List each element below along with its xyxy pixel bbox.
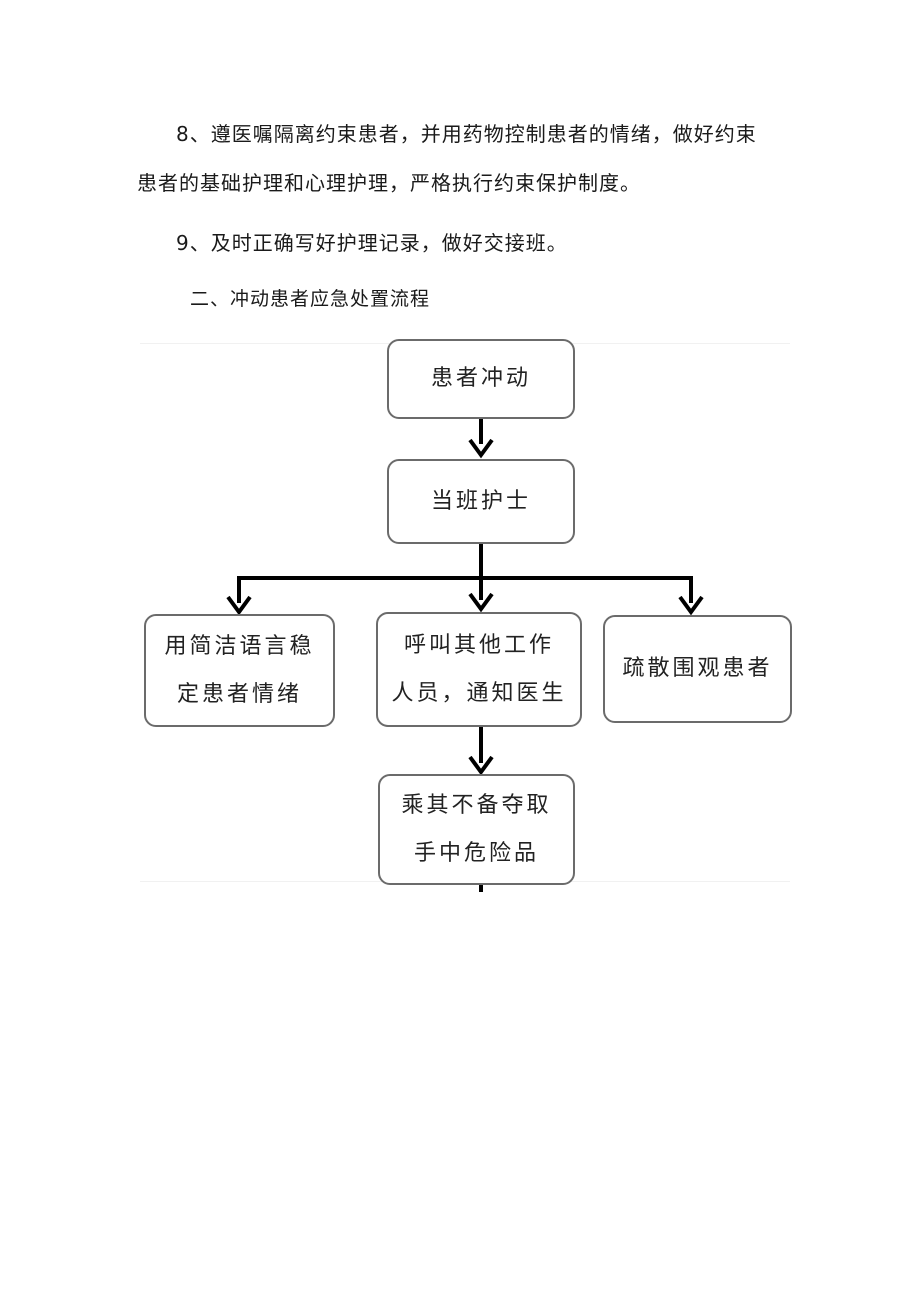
node-evacuate-label: 疏散围观患者 <box>622 656 773 681</box>
node-seize-items-label: 乘其不备夺取 手中危险品 <box>401 793 552 866</box>
arrow-call-to-seize <box>468 725 494 776</box>
node-duty-nurse-label: 当班护士 <box>430 488 531 514</box>
section-heading: 二、冲动患者应急处置流程 <box>190 288 431 310</box>
item-9: 9、及时正确写好护理记录，做好交接班。 <box>176 231 568 255</box>
item-8-line-1: 8、遵医嘱隔离约束患者，并用药物控制患者的情绪，做好约束 <box>176 122 757 146</box>
node-patient-impulse: 患者冲动 <box>387 339 575 419</box>
item-8-line-2: 患者的基础护理和心理护理，严格执行约束保护制度。 <box>137 171 641 195</box>
node-patient-impulse-label: 患者冲动 <box>430 366 531 391</box>
node-evacuate: 疏散围观患者 <box>603 615 792 723</box>
node-call-staff: 呼叫其他工作 人员，通知医生 <box>376 612 582 727</box>
node-call-staff-label: 呼叫其他工作 人员，通知医生 <box>391 633 567 706</box>
arrow-impulse-to-nurse <box>468 418 494 459</box>
node-seize-items: 乘其不备夺取 手中危险品 <box>378 774 575 885</box>
node-calm-patient: 用简洁语言稳 定患者情绪 <box>144 614 335 727</box>
node-duty-nurse: 当班护士 <box>387 459 575 544</box>
node-calm-patient-label: 用简洁语言稳 定患者情绪 <box>164 634 315 707</box>
arrow-nurse-branch <box>226 543 704 616</box>
